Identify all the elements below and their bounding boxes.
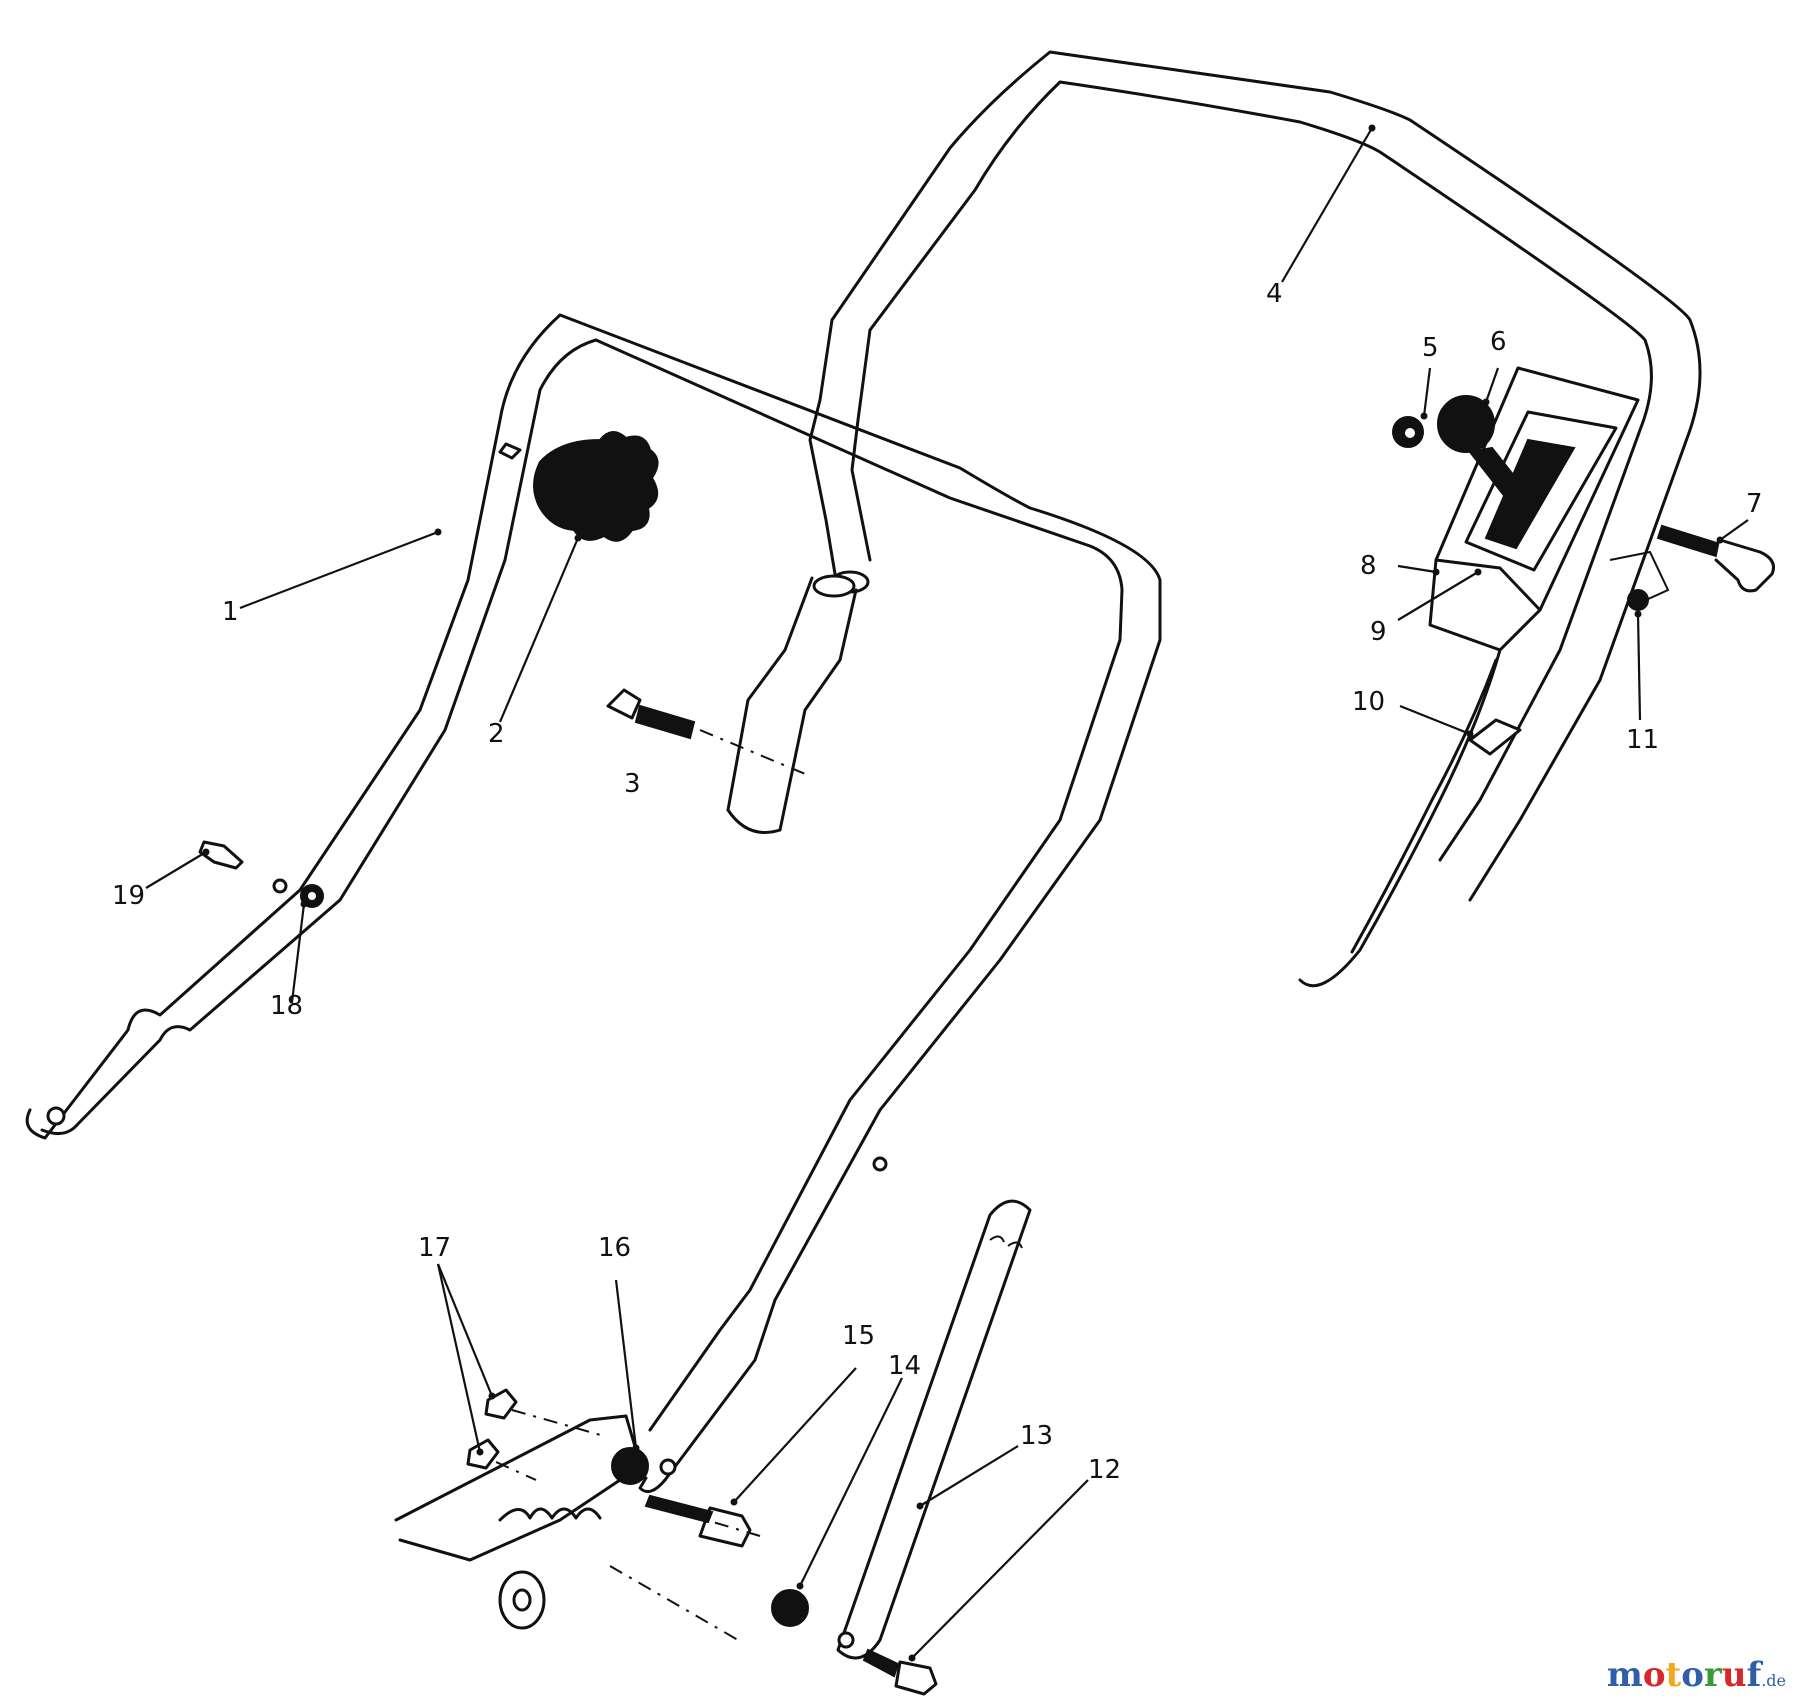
watermark: motoruf.de <box>1607 1655 1786 1695</box>
cable <box>1298 648 1522 988</box>
callout-16: 16 <box>598 1233 631 1263</box>
callout-13: 13 <box>1020 1421 1053 1451</box>
upper-handle-lower-tube <box>726 574 858 834</box>
watermark-letter: m <box>1606 1655 1643 1695</box>
callout-14: 14 <box>888 1351 921 1381</box>
callout-12: 12 <box>1088 1455 1121 1485</box>
watermark-letter: u <box>1721 1655 1747 1695</box>
watermark-letter: o <box>1681 1655 1704 1695</box>
lever-arm <box>836 1199 1032 1660</box>
callout-1: 1 <box>222 597 239 627</box>
small-pin-and-nut <box>198 840 324 908</box>
watermark-suffix: .de <box>1761 1671 1786 1690</box>
watermark-letter: f <box>1746 1655 1762 1695</box>
watermark-letter: r <box>1703 1655 1722 1695</box>
height-bracket <box>394 1414 638 1630</box>
callout-5: 5 <box>1422 333 1439 363</box>
callout-11: 11 <box>1626 725 1659 755</box>
callout-leaders <box>145 124 1749 1662</box>
callout-4: 4 <box>1266 279 1283 309</box>
lower-handle <box>25 313 1162 1494</box>
callout-2: 2 <box>488 719 505 749</box>
knob <box>498 431 659 542</box>
callout-10: 10 <box>1352 687 1385 717</box>
watermark-letter: t <box>1665 1655 1682 1695</box>
callout-17: 17 <box>418 1233 451 1263</box>
callout-18: 18 <box>270 991 303 1021</box>
callout-9: 9 <box>1370 617 1387 647</box>
callout-7: 7 <box>1746 489 1763 519</box>
callout-15: 15 <box>842 1321 875 1351</box>
pin <box>1609 524 1775 611</box>
callout-labels: 1 2 3 4 5 6 7 8 9 10 11 12 13 14 15 16 1… <box>112 279 1763 1485</box>
control-box <box>1392 366 1640 652</box>
callout-3: 3 <box>624 769 641 799</box>
bolt <box>606 688 811 777</box>
callout-19: 19 <box>112 881 145 911</box>
watermark-letter: o <box>1642 1655 1666 1695</box>
callout-8: 8 <box>1360 551 1377 581</box>
callout-6: 6 <box>1490 327 1507 357</box>
